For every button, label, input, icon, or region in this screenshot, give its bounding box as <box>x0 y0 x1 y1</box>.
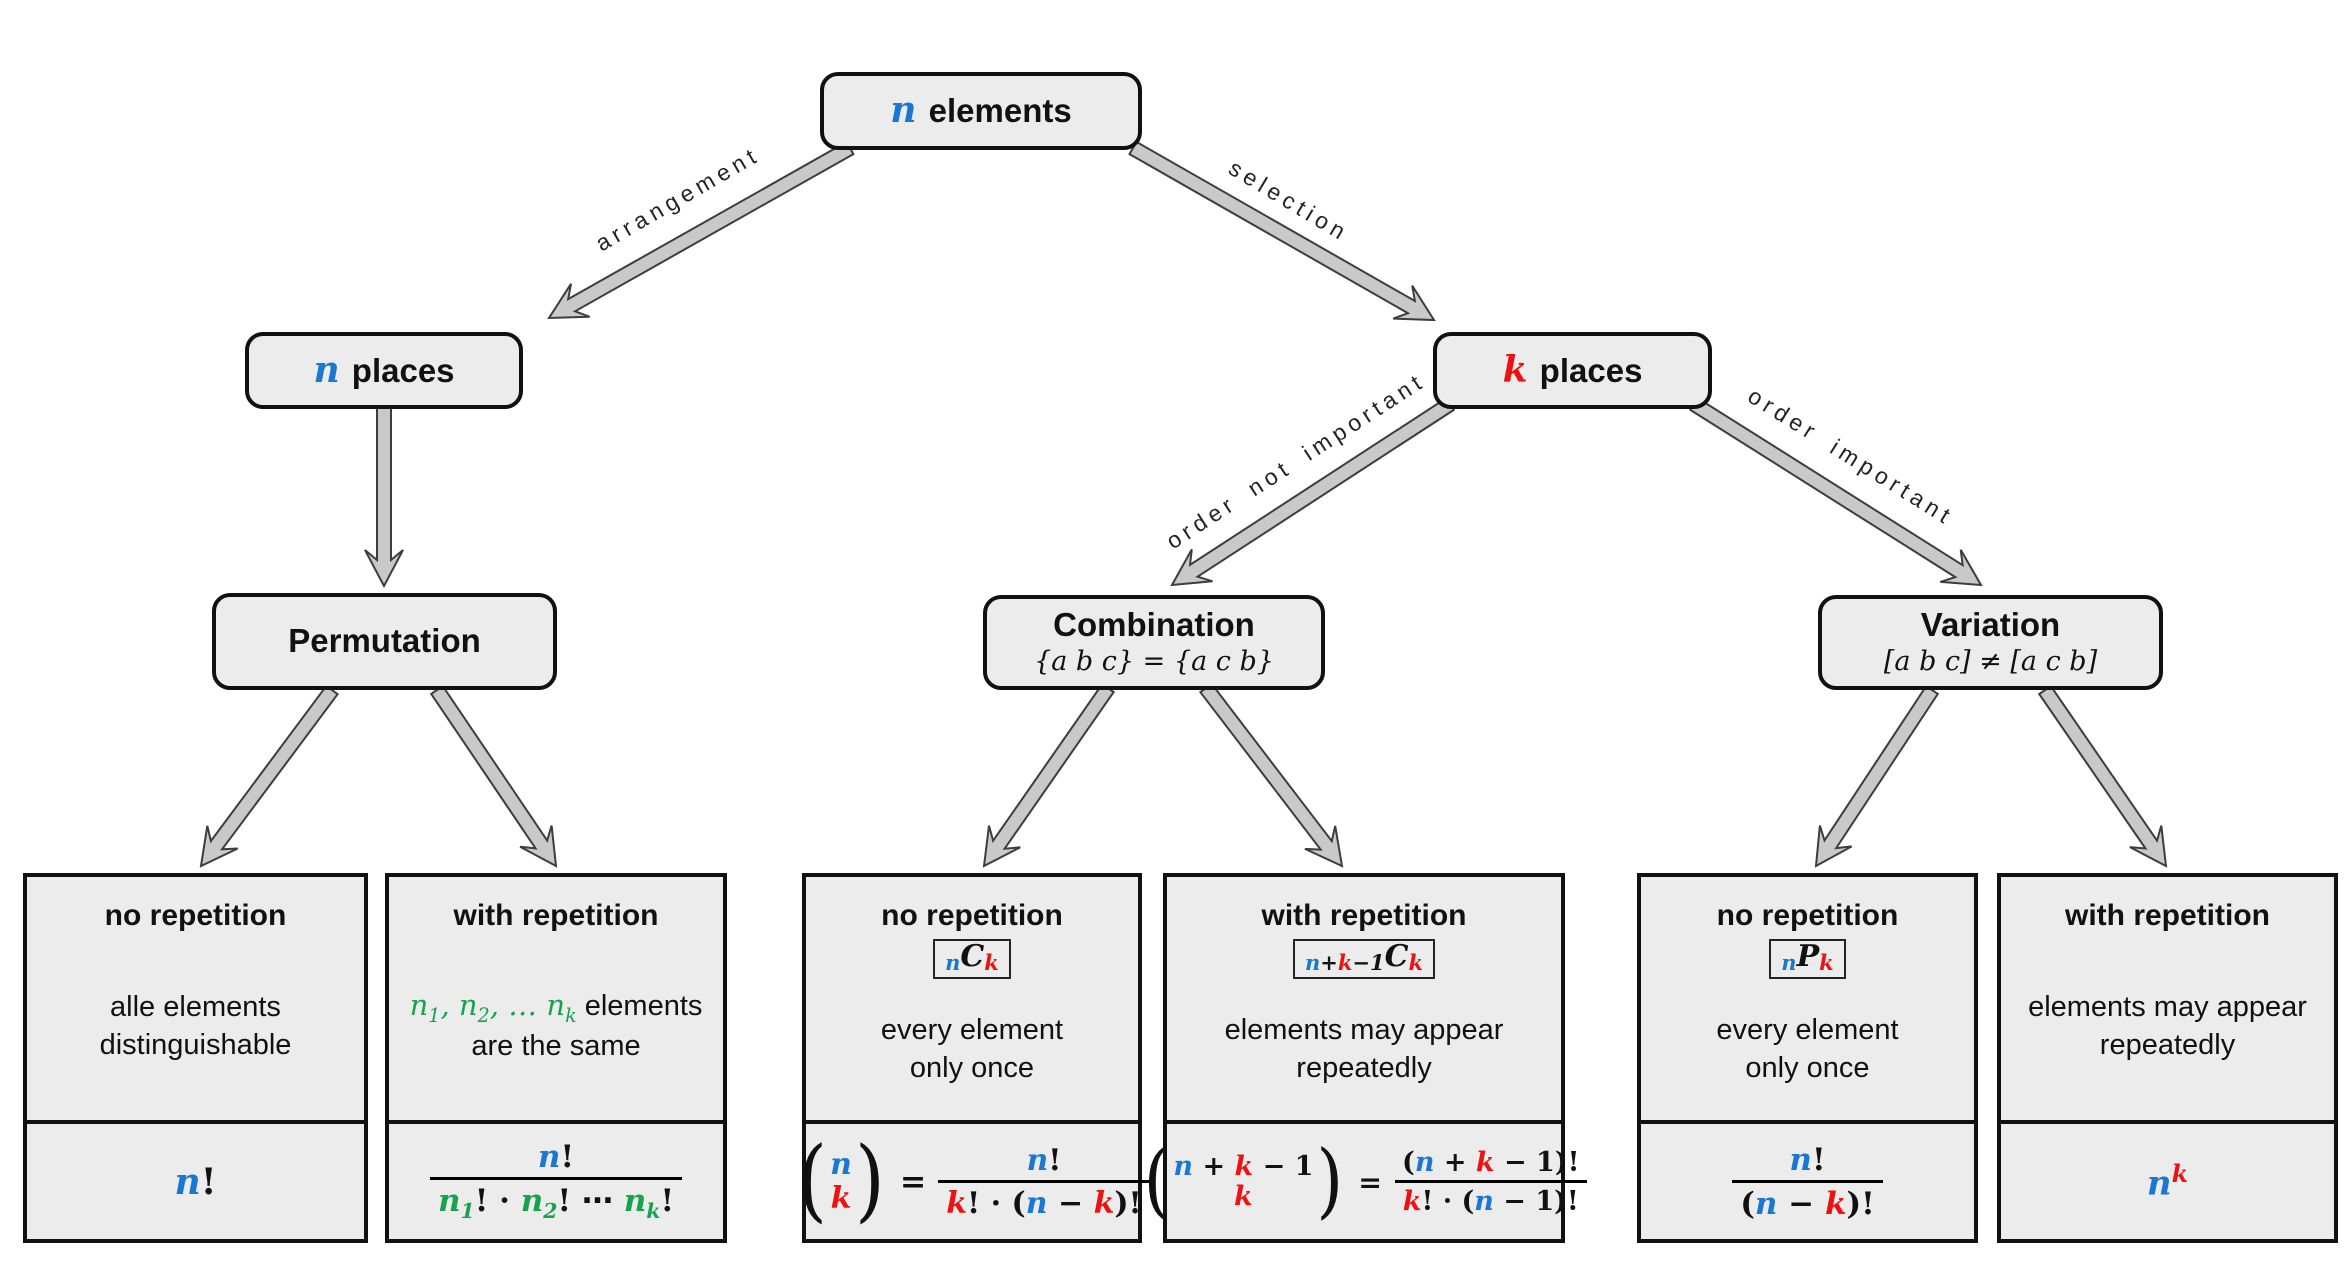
node-title: n elements <box>890 89 1072 132</box>
node-title: Permutation <box>288 622 481 660</box>
leaf-title: no repetition <box>881 899 1063 932</box>
arrow <box>199 684 339 868</box>
node-permutation: Permutation <box>212 593 557 690</box>
node-variation: Variation [a b c] ≠ [a c b] <box>1818 595 2163 690</box>
arrow <box>364 405 404 589</box>
leaf-permutation-no-repetition: no repetition alle elements distinguisha… <box>23 873 368 1243</box>
leaf-formula-section: ( n + k − 1 k ) = (n + k − 1)! k! · (n −… <box>1144 1124 1587 1239</box>
math-run-n1-n2-nk: n1, n2, … nk <box>409 987 577 1027</box>
formula-k-permutation: n! (n − k)! <box>1732 1142 1883 1222</box>
arrow <box>2037 684 2168 868</box>
leaf-title: no repetition <box>104 899 287 932</box>
formula-badge-nCk: nCk <box>933 939 1011 980</box>
leaf-description-section: with repetition n+k−1Ck elements may app… <box>1167 877 1561 1124</box>
arrow <box>1198 682 1344 868</box>
leaf-title: with repetition <box>2065 899 2270 932</box>
leaf-description-section: with repetition n1, n2, … nk elements ar… <box>389 877 723 1124</box>
leaf-combination-with-repetition: with repetition n+k−1Ck elements may app… <box>1144 873 1587 1243</box>
leaf-permutation-with-repetition: with repetition n1, n2, … nk elements ar… <box>385 873 727 1243</box>
arrow <box>1170 396 1456 587</box>
arrow <box>1128 140 1436 322</box>
leaf-description-section: no repetition nPk every element only onc… <box>1641 877 1974 1124</box>
leaf-description: elements may appear repeatedly <box>2028 990 2307 1061</box>
node-n-elements: n elements <box>820 72 1142 150</box>
leaf-formula-section: n! (n − k)! <box>1641 1124 1974 1239</box>
leaf-title: no repetition <box>1716 899 1899 932</box>
arrow <box>429 684 558 868</box>
formula-n-factorial: n! <box>174 1160 217 1203</box>
node-title: n places <box>313 348 455 391</box>
node-combination: Combination {a b c} = {a c b} <box>983 595 1325 690</box>
formula-multiset-permutation: n! n1! · n2! ⋯ nk! <box>429 1139 683 1224</box>
node-math-example: [a b c] ≠ [a c b] <box>1883 646 2098 678</box>
arrow <box>982 682 1116 868</box>
leaf-description-section: with repetition elements may appear repe… <box>2001 877 2334 1124</box>
leaf-title: with repetition <box>453 899 659 932</box>
leaf-description: every element only once <box>880 1013 1064 1084</box>
node-title: Combination <box>1053 605 1255 643</box>
node-n-places: n places <box>245 332 523 409</box>
node-title: k places <box>1502 348 1643 391</box>
node-math-example: {a b c} = {a c b} <box>1034 646 1274 678</box>
leaf-description-section: no repetition nCk every element only onc… <box>806 877 1138 1124</box>
leaf-description: every element only once <box>1716 1013 1899 1084</box>
leaf-variation-with-repetition: with repetition elements may appear repe… <box>1997 873 2338 1243</box>
leaf-formula-section: nk <box>2001 1124 2334 1239</box>
node-title: Variation <box>1920 605 2061 643</box>
leaf-formula-section: n! <box>27 1124 364 1239</box>
formula-badge-n-plus-k-minus-1-Ck: n+k−1Ck <box>1292 939 1436 980</box>
leaf-description: alle elements distinguishable <box>99 990 292 1061</box>
formula-badge-nPk: nPk <box>1769 939 1846 980</box>
leaf-description: n1, n2, … nk elements are the same <box>409 987 703 1063</box>
arrow <box>547 140 855 320</box>
leaf-formula-section: n! n1! · n2! ⋯ nk! <box>389 1124 723 1239</box>
leaf-description: elements may appear repeatedly <box>1224 1013 1504 1084</box>
leaf-variation-no-repetition: no repetition nPk every element only onc… <box>1637 873 1978 1243</box>
leaf-title: with repetition <box>1261 899 1467 932</box>
formula-multiset-coefficient: ( n + k − 1 k ) = (n + k − 1)! k! · (n −… <box>1141 1140 1588 1221</box>
arrow <box>1814 684 1940 868</box>
formula-n-power-k: nk <box>2146 1159 2189 1204</box>
node-k-places: k places <box>1433 332 1712 409</box>
leaf-description-section: no repetition alle elements distinguisha… <box>27 877 364 1124</box>
arrow <box>1688 396 1983 587</box>
leaf-combination-no-repetition: no repetition nCk every element only onc… <box>797 873 1150 1243</box>
